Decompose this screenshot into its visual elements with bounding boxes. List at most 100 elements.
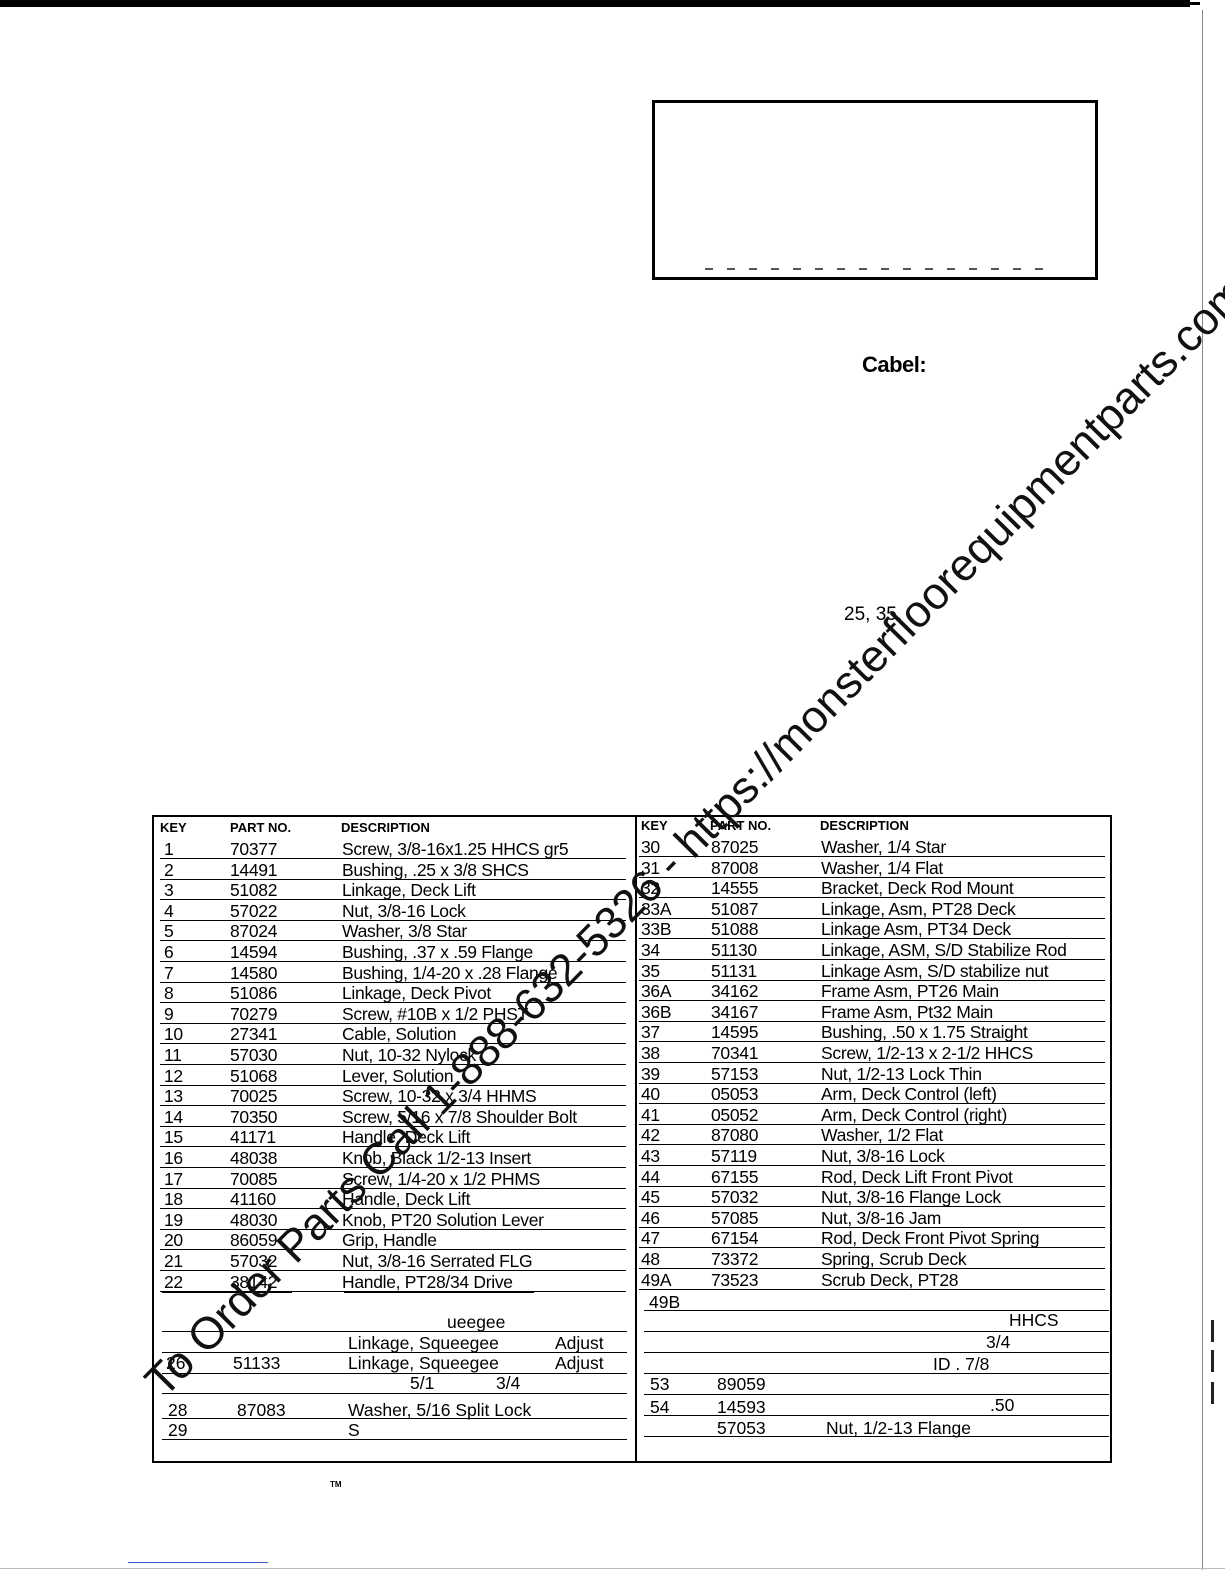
row-key: 1 xyxy=(164,839,174,859)
row-key: 33B xyxy=(641,919,672,940)
row-rule xyxy=(639,1103,1105,1105)
row-description: Grip, Handle xyxy=(342,1230,437,1251)
row-rule xyxy=(160,1043,626,1045)
row-part-number: 05052 xyxy=(711,1104,759,1125)
row-rule xyxy=(160,1105,626,1107)
row-description: Linkage, Deck Lift xyxy=(342,880,476,901)
row-part-number: 87025 xyxy=(711,837,759,857)
row-part-number: 70377 xyxy=(230,839,278,859)
row53-key: 53 xyxy=(650,1374,670,1394)
row-key: 7 xyxy=(164,962,174,983)
row-description: Handle, Deck Lift xyxy=(342,1189,471,1210)
row-key: 41 xyxy=(641,1104,660,1125)
row-description: Handle, PT28/34 Drive xyxy=(342,1271,513,1292)
row-description: Nut, 3/8-16 Jam xyxy=(821,1207,941,1228)
row-part-number: 41160 xyxy=(230,1189,276,1210)
row-key: 33A xyxy=(641,898,672,919)
row27-fragment-b: 3/4 xyxy=(496,1373,521,1393)
id-fragment: ID . 7/8 xyxy=(933,1354,990,1374)
row-rule xyxy=(639,1268,1105,1269)
row-key: 18 xyxy=(164,1189,183,1210)
table-row: 1 70377 Screw, 3/8-16x1.25 HHCS gr5 xyxy=(154,839,1110,860)
row-rule xyxy=(160,1146,626,1148)
row-rule xyxy=(160,1228,626,1230)
reference-numbers: 25, 35, xyxy=(844,604,903,625)
row-part-number: 70279 xyxy=(230,1003,278,1024)
row-rule xyxy=(162,1439,627,1440)
fifty-fragment: .50 xyxy=(990,1395,1015,1415)
row-key: 39 xyxy=(641,1063,660,1084)
top-border-rule-end xyxy=(1190,2,1200,5)
row-rule xyxy=(644,1352,1109,1353)
row-rule xyxy=(644,1331,1109,1332)
row-rule xyxy=(639,1206,1105,1208)
row-key: 43 xyxy=(641,1146,660,1166)
row26-adjust: Adjust xyxy=(555,1353,604,1373)
bottom-link-underline[interactable] xyxy=(128,1562,268,1563)
row-key: 45 xyxy=(641,1187,660,1208)
row-part-number: 34162 xyxy=(711,981,759,1002)
row-part-number: 57022 xyxy=(230,900,278,921)
row-description: Washer, 1/2 Flat xyxy=(821,1125,943,1146)
row-part-number: 67155 xyxy=(711,1166,759,1187)
row-rule xyxy=(344,1292,534,1293)
row-rule xyxy=(162,1418,627,1419)
row-description: Screw, 1/2-13 x 2-1/2 HHCS xyxy=(821,1043,1034,1063)
row-description: Nut, 3/8-16 Serrated FLG xyxy=(342,1251,533,1271)
row-rule xyxy=(639,959,1105,960)
header-desc-left: DESCRIPTION xyxy=(341,820,430,835)
row-key: 36A xyxy=(641,981,672,1002)
row-rule xyxy=(160,1022,626,1024)
row-part-number: 73372 xyxy=(711,1249,759,1269)
row-description: Linkage, ASM, S/D Stabilize Rod xyxy=(821,940,1067,960)
row-rule xyxy=(160,1290,626,1292)
row-rule xyxy=(162,1352,627,1353)
row-rule xyxy=(639,856,1105,857)
row-rule xyxy=(644,1310,1109,1311)
row-part-number: 87080 xyxy=(711,1125,759,1146)
row-description: Scrub Deck, PT28 xyxy=(821,1269,959,1290)
row-part-number: 27341 xyxy=(230,1024,278,1045)
row-rule xyxy=(162,1393,627,1394)
row-rule xyxy=(639,1041,1105,1043)
row-rule xyxy=(639,876,1105,878)
row-key: 14 xyxy=(164,1106,183,1127)
row54-key: 54 xyxy=(650,1397,670,1417)
three-quarter-fragment: 3/4 xyxy=(986,1332,1011,1352)
row-part-number: 70341 xyxy=(711,1043,759,1063)
row-rule xyxy=(639,1000,1105,1002)
row-description: Cable, Solution xyxy=(342,1024,457,1045)
row-rule xyxy=(160,899,626,901)
row-description: Screw, 3/8-16x1.25 HHCS gr5 xyxy=(342,839,569,859)
row-rule xyxy=(644,1394,1109,1395)
row-part-number: 14595 xyxy=(711,1022,759,1043)
row-key: 11 xyxy=(164,1045,182,1065)
row-description: Frame Asm, Pt32 Main xyxy=(821,1001,993,1022)
row-part-number: 87024 xyxy=(230,921,278,942)
hhcs-fragment: HHCS xyxy=(1009,1310,1059,1330)
row-description: Washer, 1/4 Star xyxy=(821,837,946,857)
row-description: Screw, 1/4-20 x 1/2 PHMS xyxy=(342,1168,541,1189)
row-description: Bracket, Deck Rod Mount xyxy=(821,878,1014,899)
row-part-number: 57085 xyxy=(711,1207,759,1228)
edge-mark xyxy=(1211,1320,1214,1342)
row-description: Nut, 1/2-13 Lock Thin xyxy=(821,1063,982,1084)
row-description: Bushing, .50 x 1.75 Straight xyxy=(821,1022,1028,1043)
page-right-edge xyxy=(1202,10,1203,1570)
row-description: Frame Asm, PT26 Main xyxy=(821,981,999,1002)
row25-desc: Linkage, Squeegee xyxy=(348,1333,499,1353)
